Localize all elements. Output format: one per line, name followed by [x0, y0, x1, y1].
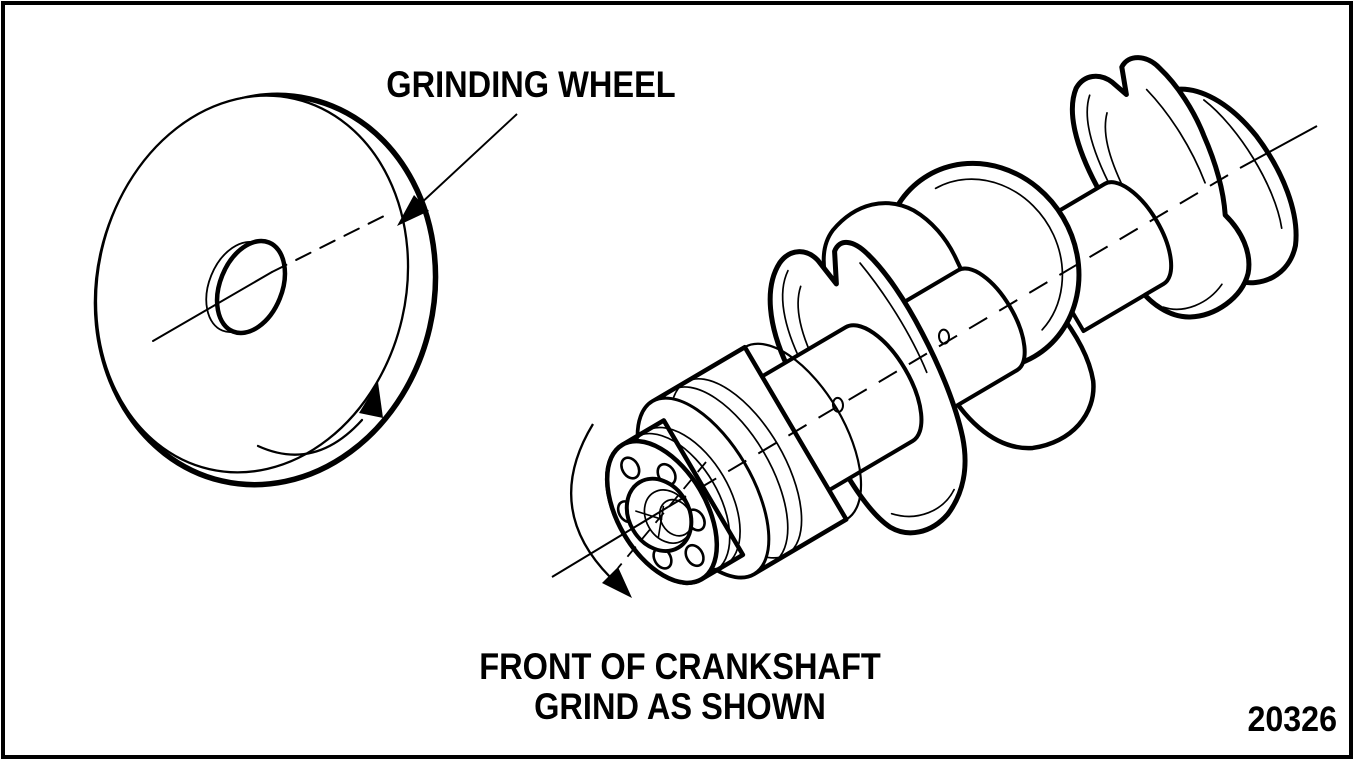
grinding-wheel-label: GRINDING WHEEL [386, 64, 676, 105]
axis-dash-dot [667, 167, 1241, 508]
crank-rear-flange-detail [1203, 99, 1283, 230]
leader-arrowhead-icon [397, 195, 429, 226]
crank-center-marks [635, 505, 665, 539]
axis-solid-rear [1239, 125, 1318, 169]
wheel-rotation-arrowhead [359, 382, 383, 418]
crank-counterweight-center-detail [934, 178, 1064, 331]
caption-line-2: GRIND AS SHOWN [534, 686, 826, 727]
wheel-axis-line [152, 271, 273, 342]
crank-pilot-bore-2 [658, 498, 693, 537]
crank-pin [890, 266, 1027, 411]
grinding-wheel-drawing [93, 92, 439, 488]
axis-solid-front [551, 506, 669, 578]
leader-line [403, 113, 518, 220]
caption-line-1: FRONT OF CRANKSHAFT [479, 646, 881, 687]
crank-rotation-arc [569, 423, 611, 578]
grinding-wheel-leader [397, 113, 518, 226]
crankshaft-drawing [604, 55, 1299, 586]
crankshaft-rotation-arrow-icon [569, 423, 632, 598]
crankshaft-centerline [551, 125, 1318, 578]
crank-counterweight-rear-details [1086, 88, 1223, 311]
wheel-hole [214, 238, 288, 336]
crank-snout-wide-rear-rim [743, 342, 863, 521]
flange-cross-centerline [617, 461, 707, 569]
crank-counterweight-rear [1069, 55, 1252, 320]
crank-rotation-arrowhead [602, 567, 632, 598]
wheel-rotation-arrow-icon [256, 418, 364, 456]
wheel-axis-centerline [271, 211, 393, 273]
crank-pilot-bore-1 [643, 489, 693, 544]
figure-number: 20326 [1247, 700, 1337, 739]
